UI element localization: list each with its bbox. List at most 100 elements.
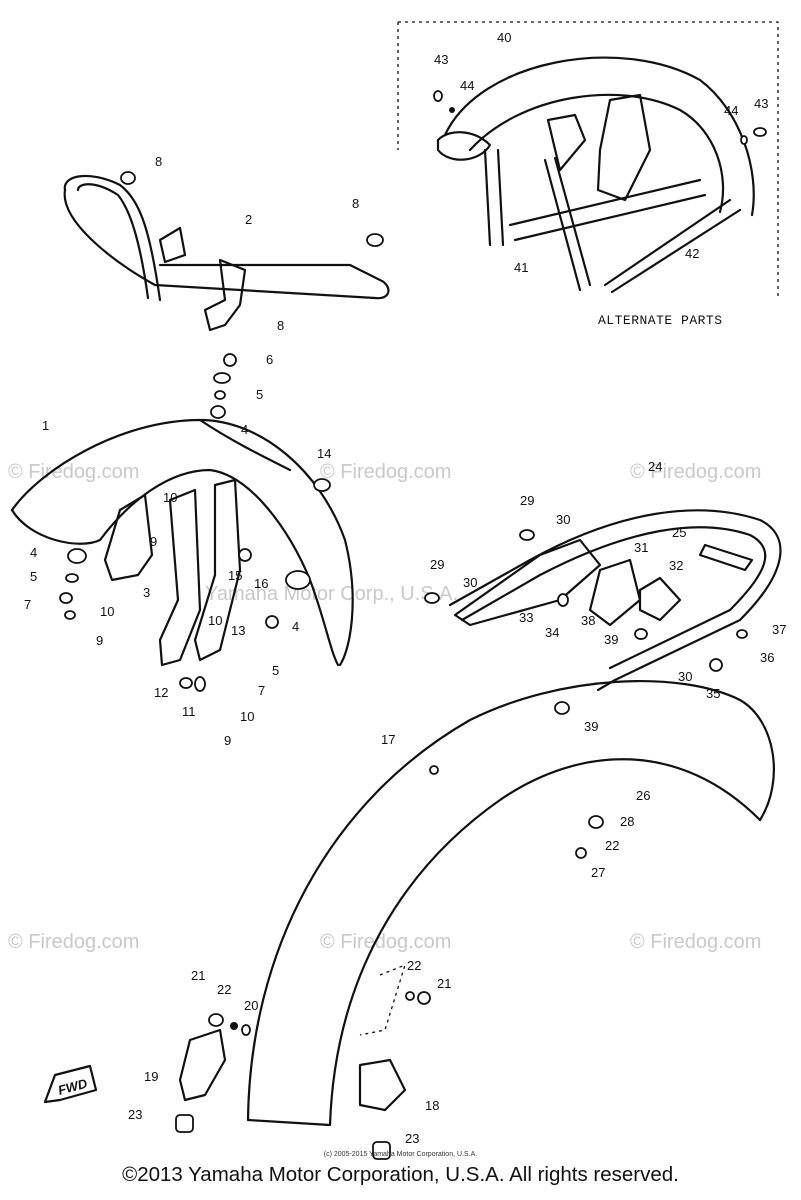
callout-c28: 28 (620, 814, 634, 829)
alternate-parts-group (397, 21, 779, 300)
fwd-arrow-icon: FWD (43, 1064, 98, 1104)
callout-c31: 31 (634, 540, 648, 555)
washer-44 (449, 107, 455, 113)
bolt-8-right (366, 233, 384, 247)
callout-c39b: 39 (584, 719, 598, 734)
callout-c4b: 4 (30, 545, 37, 560)
callout-c9c: 9 (224, 733, 231, 748)
callout-c44b: 44 (724, 103, 738, 118)
watermark: © Firedog.com (8, 931, 139, 953)
callout-c8c: 8 (277, 318, 284, 333)
callout-c30a: 30 (556, 512, 570, 527)
callout-c7b: 7 (258, 683, 265, 698)
callout-c21b: 21 (191, 968, 205, 983)
callout-c12: 12 (154, 685, 168, 700)
bracket-19 (178, 1028, 227, 1102)
bolt-8 (120, 171, 136, 185)
callout-c17: 17 (381, 732, 395, 747)
callout-c22b: 22 (407, 958, 421, 973)
bolt-43 (433, 90, 443, 102)
stay-cross (508, 178, 707, 242)
alt-fender-40-inner (468, 93, 725, 214)
front-fender-1 (10, 418, 354, 692)
callout-c43b: 43 (754, 96, 768, 111)
callout-c43a: 43 (434, 52, 448, 67)
part-37 (736, 629, 748, 639)
alt-bracket-2 (546, 113, 587, 172)
alt-fender-tip (436, 131, 492, 161)
bracket-31 (588, 558, 642, 627)
callout-c39a: 39 (604, 632, 618, 647)
callout-c36: 36 (760, 650, 774, 665)
rail-tube (448, 509, 782, 692)
callout-c29a: 29 (520, 493, 534, 508)
bolt-21-right (417, 991, 431, 1005)
fender-stay-2 (63, 171, 390, 332)
callout-c9a: 9 (150, 534, 157, 549)
callout-c4c: 4 (292, 619, 299, 634)
callout-c40: 40 (497, 30, 511, 45)
callout-c42: 42 (685, 246, 699, 261)
callout-c2: 2 (245, 212, 252, 227)
grommet-4-left (67, 548, 87, 564)
part-34 (557, 593, 569, 607)
callout-c7a: 7 (24, 597, 31, 612)
callout-c30c: 30 (678, 669, 692, 684)
part-26 (588, 815, 604, 829)
watermark: © Firedog.com (630, 931, 761, 953)
washer-5 (214, 390, 226, 400)
fender-1-ridge (198, 418, 292, 472)
alternate-parts-label: ALTERNATE PARTS (598, 313, 723, 328)
watermark: © Firedog.com (8, 461, 139, 483)
bracket-32 (638, 576, 682, 622)
fender-17-hidden (359, 963, 407, 1036)
callout-c32: 32 (669, 558, 683, 573)
callout-c5c: 5 (272, 663, 279, 678)
callout-c10d: 10 (240, 709, 254, 724)
callout-c19: 19 (144, 1069, 158, 1084)
stay-tab (158, 226, 187, 264)
fender-17-inner (328, 758, 762, 1127)
part-12 (179, 677, 193, 689)
callout-c23b: 23 (405, 1131, 419, 1146)
washer-7-left (59, 592, 73, 604)
grab-rail-24 (424, 509, 782, 859)
part-15 (238, 548, 252, 562)
fender-1-outer (10, 418, 354, 667)
washer-44-right (740, 135, 748, 145)
fwd-arrow-shape (43, 1064, 98, 1104)
stay-41 (543, 156, 592, 292)
rear-fender-17 (246, 679, 775, 1127)
fender-17-hole (429, 765, 439, 775)
fender-17-outer (246, 679, 775, 1122)
callout-c27: 27 (591, 865, 605, 880)
bracket-18 (358, 1058, 407, 1112)
callout-c35: 35 (706, 686, 720, 701)
fender-bracket-3 (103, 493, 154, 582)
stay-41-left (483, 148, 505, 247)
callout-c44a: 44 (460, 78, 474, 93)
callout-c6: 6 (266, 352, 273, 367)
grommet-4 (210, 405, 226, 419)
bolt-43-right (753, 127, 767, 137)
bolt-21 (208, 1013, 224, 1027)
callout-c37: 37 (772, 622, 786, 637)
callout-c5a: 5 (256, 387, 263, 402)
stay-bracket (203, 258, 247, 332)
callout-c3: 3 (143, 585, 150, 600)
callout-c22c: 22 (217, 982, 231, 997)
washer-6 (213, 372, 231, 384)
callout-c23a: 23 (128, 1107, 142, 1122)
grommet-4-right (265, 615, 279, 629)
bolt-stack (210, 353, 237, 419)
alt-fender-40 (443, 56, 755, 217)
callout-c22a: 22 (605, 838, 619, 853)
callout-c24: 24 (648, 459, 662, 474)
callout-c10b: 10 (100, 604, 114, 619)
watermark: © Firedog.com (320, 461, 451, 483)
bolt-35 (709, 658, 723, 672)
callout-c13: 13 (231, 623, 245, 638)
callout-c38: 38 (581, 613, 595, 628)
